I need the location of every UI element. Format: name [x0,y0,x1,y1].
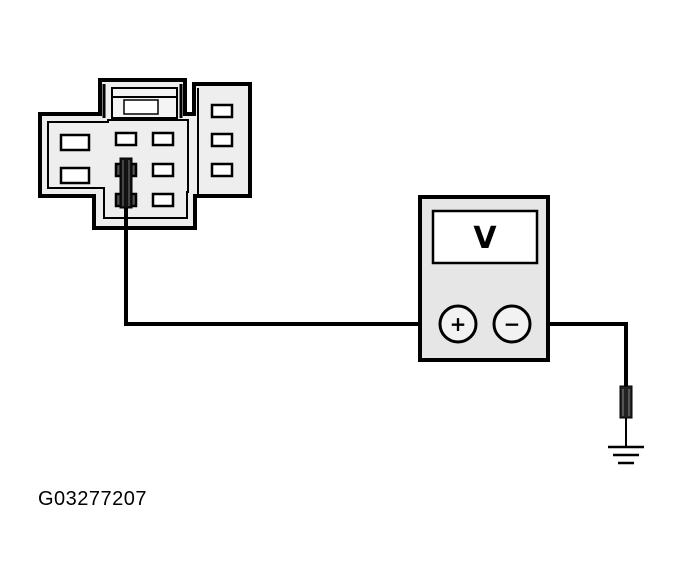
connector-cavity [210,103,234,119]
test-probe-icon [119,157,133,209]
connector-cavity [151,192,175,208]
ground-probe [619,385,633,446]
connector-locking-tab [102,84,183,119]
connector-cavity [210,162,234,178]
negative-terminal [492,304,532,344]
ground-symbol-icon [608,445,644,465]
voltmeter-display-symbol: V [473,221,497,256]
test-leads [124,208,628,390]
positive-terminal-symbol: + [450,312,467,336]
positive-terminal [438,304,478,344]
negative-test-lead [530,322,628,390]
electrical-connector [38,78,252,230]
connector-cavity [59,133,91,152]
connector-cavity [59,166,91,185]
figure-reference-code: G03277207 [38,488,148,510]
connector-cavity [114,131,138,147]
positive-test-lead [124,208,438,326]
negative-terminal-symbol: − [504,312,521,336]
connector-cavity [151,131,175,147]
voltmeter-display [431,209,539,265]
voltmeter: V + − [418,195,550,362]
connector-inner-contour [47,119,189,219]
connector-cavity [210,132,234,148]
connector-cavity [151,162,175,178]
